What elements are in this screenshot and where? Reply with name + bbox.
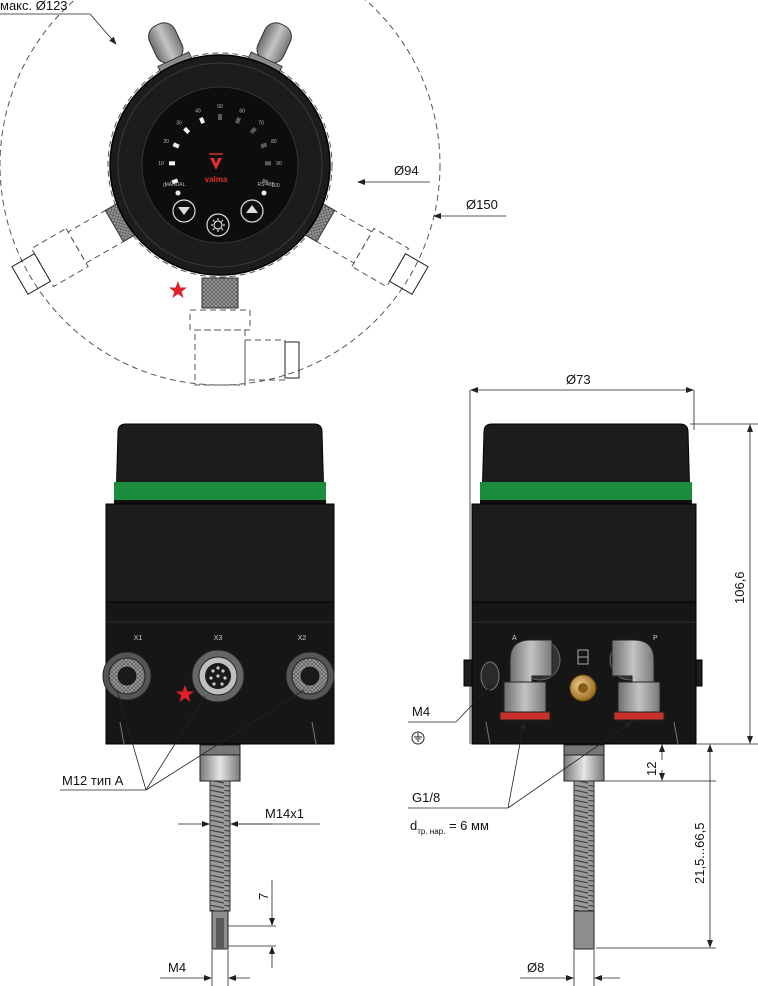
m12-label: M12 тип A	[62, 773, 124, 788]
side-green-band	[480, 482, 692, 500]
gauge-scale-label: 30	[176, 121, 182, 127]
up-arrow-icon	[246, 205, 258, 213]
m4-side-label: M4	[412, 704, 430, 719]
ground-icon	[411, 731, 425, 745]
side-view: A P	[408, 372, 758, 986]
gauge-scale-label: 0	[163, 183, 166, 189]
down-arrow-icon	[178, 207, 190, 215]
gauge-scale-label: 70	[258, 121, 264, 127]
d150-label: Ø150	[466, 197, 498, 212]
connector-x3[interactable]	[191, 649, 245, 703]
side-housing-body	[471, 503, 697, 603]
manual-label: MANUAL	[165, 182, 186, 188]
m12-leader-x2	[145, 689, 305, 791]
elbow-fitting-p[interactable]	[609, 639, 665, 721]
gauge-segment	[199, 116, 205, 125]
connector-right-alt-position	[309, 206, 429, 296]
front-threaded-rod	[209, 780, 231, 912]
valma-logo: valma	[205, 153, 228, 184]
gear-icon	[211, 218, 225, 232]
top-view: 0 10 20 30 40 50 60 70 80 90 100 valma MANUAL RS-4…	[0, 0, 506, 386]
m12-leader-x1	[116, 689, 147, 791]
front-view: X1 X3 X2	[60, 423, 335, 986]
port-a-label: A	[512, 635, 517, 642]
gauge-scale-label: 90	[276, 161, 282, 167]
range-label: 21,5...66,5	[692, 823, 707, 884]
gauge-segment	[249, 126, 257, 135]
brand-text: valma	[205, 175, 228, 184]
gauge-segment	[260, 142, 268, 149]
filter-icon	[577, 649, 589, 665]
label-x1: X1	[134, 635, 143, 642]
elbow-fitting-a[interactable]	[499, 639, 561, 721]
connector-left-alt-position	[11, 206, 131, 296]
gauge-scale-label: 40	[195, 108, 201, 114]
side-tip	[573, 910, 595, 950]
side-nut	[563, 744, 605, 756]
rs485-label: RS-485	[258, 182, 275, 188]
up-button[interactable]	[240, 199, 264, 223]
down-button[interactable]	[172, 199, 196, 223]
front-green-band	[114, 482, 326, 500]
gauge-segment	[183, 126, 191, 135]
side-base	[471, 601, 697, 745]
star-marker-front	[176, 685, 194, 702]
d8-label: Ø8	[527, 960, 544, 975]
connector-bottom-m12	[201, 277, 239, 309]
gauge-scale-label: 80	[271, 139, 277, 145]
gauge-segment	[235, 116, 241, 125]
gauge-scale-label: 60	[239, 108, 245, 114]
label-x3: X3	[214, 635, 223, 642]
gauge-segment	[172, 142, 180, 149]
gauge-segment	[261, 178, 269, 185]
star-marker-top	[169, 281, 187, 298]
connector-x2[interactable]	[285, 651, 335, 701]
d94-label: Ø94	[394, 163, 419, 178]
d12-label: 12	[644, 762, 659, 776]
front-hex-nut	[199, 754, 241, 782]
d73-label: Ø73	[566, 372, 591, 387]
port-p-label: P	[653, 635, 658, 642]
label-x2: X2	[298, 635, 307, 642]
front-housing-body	[105, 503, 335, 603]
g18-label: G1/8	[412, 790, 440, 805]
m12-leader-x3	[145, 695, 206, 791]
gauge-scale-label: 100	[271, 183, 280, 189]
gauge-scale-label: 50	[217, 104, 223, 110]
connector-x1[interactable]	[102, 651, 152, 701]
gauge-scale-label: 10	[158, 161, 164, 167]
gauge-segment	[171, 178, 179, 185]
side-threaded-rod	[573, 780, 595, 912]
settings-button[interactable]	[206, 213, 230, 237]
level-gauge: 0 10 20 30 40 50 60 70 80 90 100	[158, 104, 282, 189]
m4-bottom-label: M4	[168, 960, 186, 975]
m14x1-label: M14x1	[265, 806, 304, 821]
dtube-label: dтр. нар. = 6 мм	[410, 818, 489, 836]
h106-label: 106,6	[732, 571, 747, 604]
connector-bottom-plug	[189, 309, 251, 331]
display-panel	[141, 86, 299, 244]
d7-label: 7	[256, 893, 271, 900]
max-d123-label: макс. Ø123	[0, 0, 68, 13]
gauge-scale-label: 20	[163, 139, 169, 145]
side-hex-nut	[563, 754, 605, 782]
max-d123-envelope	[107, 52, 333, 278]
front-nut	[199, 744, 241, 756]
